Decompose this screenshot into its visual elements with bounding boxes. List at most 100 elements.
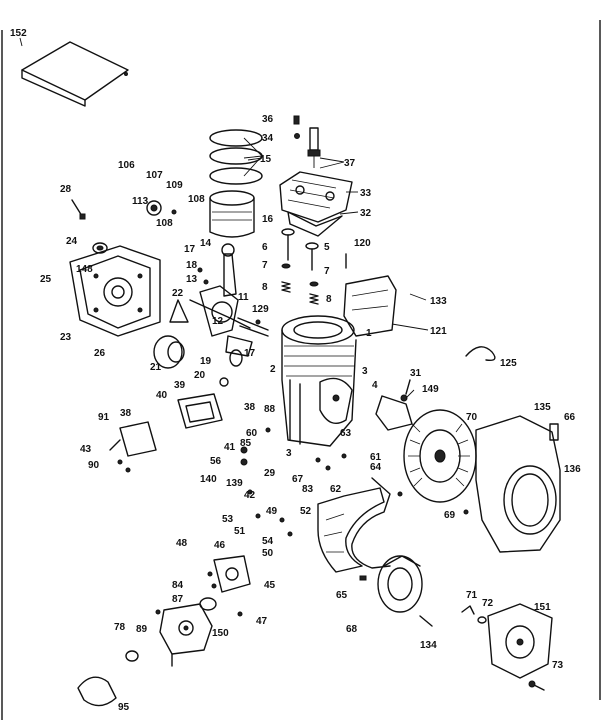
callout-50: 50 — [262, 548, 274, 559]
callout-7-a: 7 — [262, 260, 268, 271]
part-19-governor-gear — [229, 349, 243, 367]
callout-24: 24 — [66, 236, 78, 247]
callout-3-a: 3 — [362, 366, 368, 377]
part-46-intake-elbow — [213, 555, 251, 593]
part-73-screw — [528, 680, 545, 691]
callout-41: 41 — [224, 442, 236, 453]
part-33-cylinder-head — [279, 171, 353, 223]
callout-129: 129 — [252, 304, 269, 315]
part-149-ignition-module — [375, 394, 413, 431]
callout-32: 32 — [360, 208, 372, 219]
callout-108-a: 108 — [188, 194, 205, 205]
part-70-flywheel — [403, 409, 477, 503]
callout-150: 150 — [212, 628, 229, 639]
callout-134: 134 — [420, 640, 437, 651]
callout-83: 83 — [302, 484, 314, 495]
callout-14: 14 — [200, 238, 212, 249]
callout-66: 66 — [564, 412, 576, 423]
callout-42: 42 — [244, 490, 256, 501]
callout-63: 63 — [340, 428, 352, 439]
part-small-fasteners — [117, 209, 469, 617]
callout-25: 25 — [40, 274, 52, 285]
callout-113: 113 — [132, 196, 149, 207]
callout-31: 31 — [410, 368, 422, 379]
callout-15: 15 — [260, 154, 272, 165]
part-21-flywheel-key — [153, 335, 185, 369]
callout-46: 46 — [214, 540, 226, 551]
callout-78: 78 — [114, 622, 126, 633]
part-7-valve-spring-retainers — [281, 263, 319, 287]
callout-85: 85 — [240, 438, 252, 449]
callout-54: 54 — [262, 536, 274, 547]
callout-4: 4 — [372, 380, 378, 391]
part-107-oil-fill-cap — [146, 200, 162, 216]
part-36-screw — [293, 115, 300, 139]
part-1-cylinder-block — [281, 315, 357, 447]
callout-65: 65 — [336, 590, 348, 601]
callout-95: 95 — [118, 702, 130, 713]
callout-38-b: 38 — [120, 408, 132, 419]
callout-3-b: 3 — [286, 448, 292, 459]
callout-48: 48 — [176, 538, 188, 549]
part-125-wire — [465, 346, 496, 362]
callout-148: 148 — [76, 264, 93, 275]
callout-125: 125 — [500, 358, 517, 369]
callout-72: 72 — [482, 598, 494, 609]
callout-56: 56 — [210, 456, 222, 467]
part-22-bracket — [169, 299, 189, 323]
part-72-retainer — [477, 616, 487, 624]
callout-109: 109 — [166, 180, 183, 191]
part-68-starter-cup — [377, 555, 423, 613]
callout-106-a: 106 — [118, 160, 135, 171]
callout-8-b: 8 — [326, 294, 332, 305]
callout-33: 33 — [360, 188, 372, 199]
callout-45: 45 — [264, 580, 276, 591]
callout-22: 22 — [172, 288, 184, 299]
callout-107: 107 — [146, 170, 163, 181]
part-8-valve-springs — [281, 281, 319, 305]
callout-38-a: 38 — [244, 402, 256, 413]
callout-28: 28 — [60, 184, 72, 195]
callout-34: 34 — [262, 133, 274, 144]
callout-12: 12 — [212, 316, 224, 327]
part-64-air-shroud — [317, 477, 391, 573]
callout-47: 47 — [256, 616, 268, 627]
callout-140: 140 — [200, 474, 217, 485]
callout-151: 151 — [534, 602, 551, 613]
part-14-piston — [209, 190, 255, 238]
callout-29: 29 — [264, 468, 276, 479]
callout-17-a: 17 — [184, 244, 196, 255]
part-134-screw — [419, 615, 433, 627]
part-150-carburetor — [159, 603, 213, 667]
part-6-valve — [281, 228, 295, 261]
callout-52: 52 — [300, 506, 312, 517]
callout-18: 18 — [186, 260, 198, 271]
callout-19: 19 — [200, 356, 212, 367]
part-37-spark-plug — [307, 127, 321, 168]
callout-84: 84 — [172, 580, 184, 591]
callout-89: 89 — [136, 624, 148, 635]
part-32-head-gasket — [287, 211, 343, 237]
part-39-breather-gasket — [177, 393, 223, 429]
callout-20: 20 — [194, 370, 206, 381]
callout-2: 2 — [270, 364, 276, 375]
callout-39: 39 — [174, 380, 186, 391]
part-17-connecting-rod — [221, 243, 253, 357]
callout-62: 62 — [330, 484, 342, 495]
callout-60: 60 — [246, 428, 258, 439]
part-31-screw — [405, 379, 411, 395]
callout-17-b: 17 — [244, 348, 256, 359]
callout-37: 37 — [344, 158, 356, 169]
callout-8-a: 8 — [262, 282, 268, 293]
callout-149: 149 — [422, 384, 439, 395]
callout-6: 6 — [262, 242, 268, 253]
callout-64: 64 — [370, 462, 382, 473]
callout-5: 5 — [324, 242, 330, 253]
callout-40: 40 — [156, 390, 168, 401]
callout-16: 16 — [262, 214, 274, 225]
callout-11: 11 — [238, 292, 249, 303]
leader-lines — [19, 37, 429, 399]
callout-70: 70 — [466, 412, 478, 423]
callout-88: 88 — [264, 404, 276, 415]
